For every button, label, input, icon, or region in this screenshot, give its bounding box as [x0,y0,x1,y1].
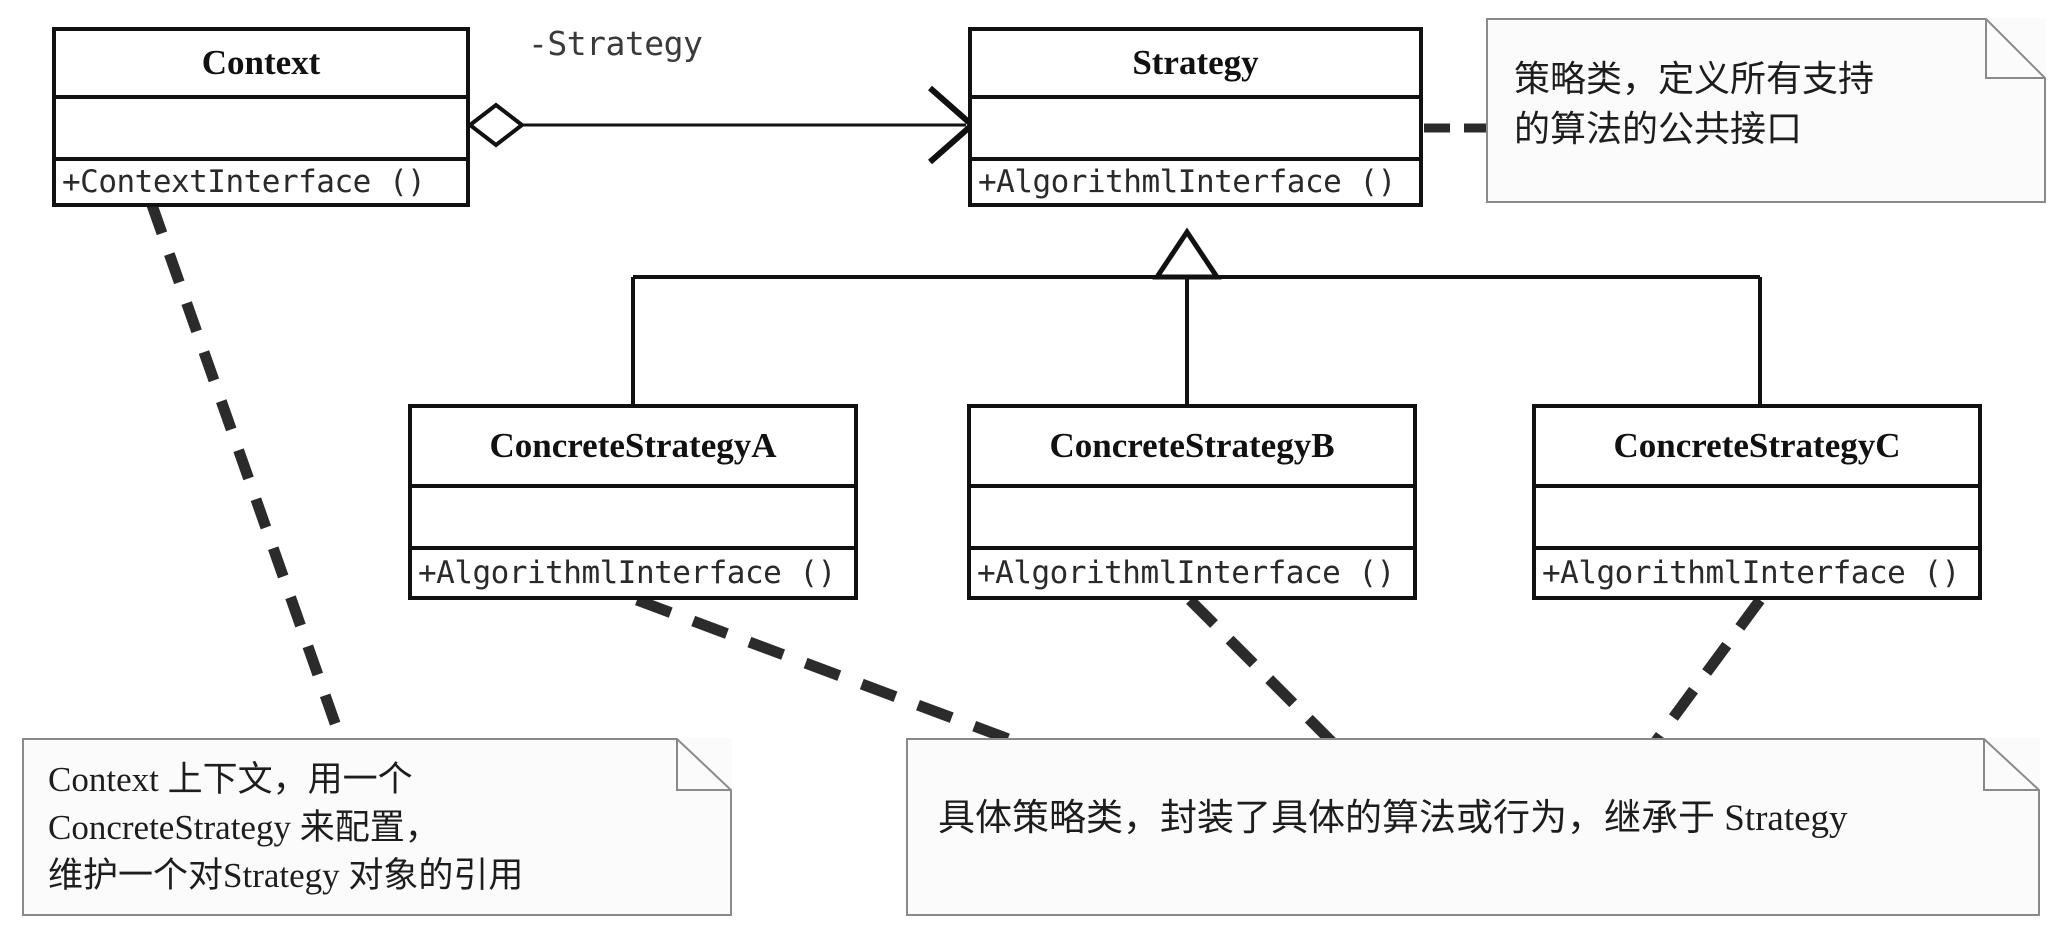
note-text-strategy: 策略类，定义所有支持 的算法的公共接口 [1514,59,1875,149]
generalization-triangle [1152,227,1222,280]
class-attributes-concrete-strategy-a [412,488,854,550]
note-context: Context 上下文，用一个 ConcreteStrategy 来配置， 维护… [22,738,732,916]
class-title-context: Context [56,31,466,99]
class-box-concrete-strategy-b[interactable]: ConcreteStrategyB +AlgorithmlInterface (… [967,404,1417,600]
association-label: -Strategy [528,24,703,63]
class-box-context[interactable]: Context +ContextInterface () [52,27,470,207]
note-text-concrete-strategies: 具体策略类，封装了具体的算法或行为，继承于 Strategy [938,798,1848,839]
class-title-concrete-strategy-b: ConcreteStrategyB [971,408,1413,488]
note-shape-strategy [1486,18,2046,203]
class-box-concrete-strategy-a[interactable]: ConcreteStrategyA +AlgorithmlInterface (… [408,404,858,600]
class-operations-strategy: +AlgorithmlInterface () [978,164,1396,200]
class-attributes-strategy [972,99,1419,161]
class-operations-context: +ContextInterface () [62,164,426,200]
class-title-strategy: Strategy [972,31,1419,99]
note-text-context: Context 上下文，用一个 ConcreteStrategy 来配置， 维护… [48,760,524,895]
class-title-concrete-strategy-a: ConcreteStrategyA [412,408,854,488]
class-attributes-concrete-strategy-b [971,488,1413,550]
class-box-concrete-strategy-c[interactable]: ConcreteStrategyC +AlgorithmlInterface (… [1532,404,1982,600]
class-attributes-context [56,99,466,161]
note-strategy: 策略类，定义所有支持 的算法的公共接口 [1486,18,2046,203]
class-operations-concrete-strategy-a: +AlgorithmlInterface () [418,555,836,591]
note-shape-context [22,738,732,916]
class-operations-concrete-strategy-b: +AlgorithmlInterface () [977,555,1395,591]
note-shape-concrete-strategies [906,738,2040,916]
class-box-strategy[interactable]: Strategy +AlgorithmlInterface () [968,27,1423,207]
class-operations-concrete-strategy-c: +AlgorithmlInterface () [1542,555,1960,591]
note-concrete-strategies: 具体策略类，封装了具体的算法或行为，继承于 Strategy [906,738,2040,916]
aggregation-diamond [466,102,526,148]
class-title-concrete-strategy-c: ConcreteStrategyC [1536,408,1978,488]
class-attributes-concrete-strategy-c [1536,488,1978,550]
note-link-context [146,203,354,762]
